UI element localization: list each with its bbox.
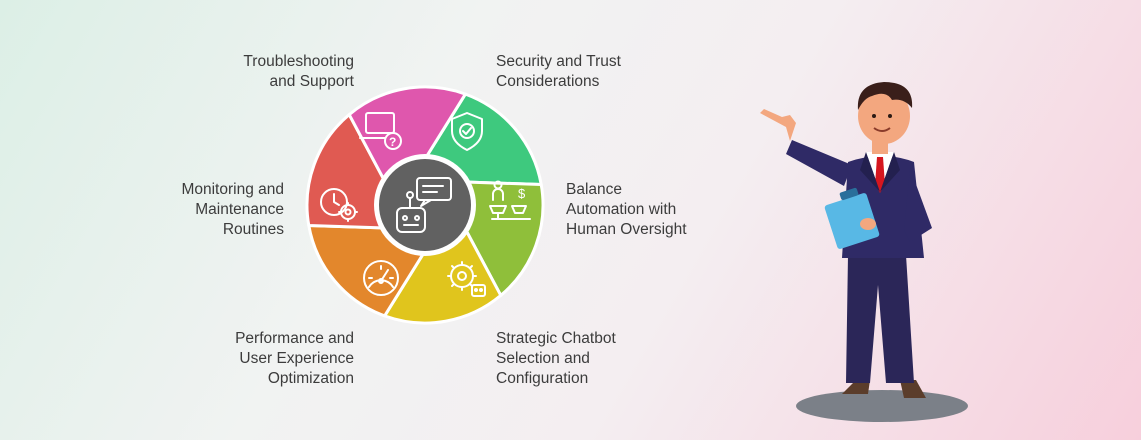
person-scale-icon: $ <box>489 180 531 220</box>
center-circle <box>379 159 471 251</box>
label-line: Troubleshooting <box>243 53 354 70</box>
label-line: Monitoring and <box>181 181 284 198</box>
svg-text:?: ? <box>389 135 396 149</box>
label-troubleshooting: Troubleshooting and Support <box>200 52 354 92</box>
chatbot-icon <box>396 177 452 233</box>
label-strategic: Strategic Chatbot Selection and Configur… <box>496 329 696 389</box>
label-monitoring: Monitoring and Maintenance Routines <box>130 180 284 240</box>
label-line: and Support <box>269 73 354 90</box>
label-balance: Balance Automation with Human Oversight <box>566 180 736 240</box>
label-line: Considerations <box>496 73 600 90</box>
label-line: Security and Trust <box>496 53 621 70</box>
label-line: Automation with <box>566 201 677 218</box>
clock-gear-icon <box>320 188 358 222</box>
shield-check-icon <box>451 112 483 151</box>
label-line: Selection and <box>496 350 590 367</box>
label-line: Maintenance <box>195 201 284 218</box>
label-performance: Performance and User Experience Optimiza… <box>180 329 354 389</box>
speedometer-icon <box>363 260 399 296</box>
label-line: Performance and <box>235 330 354 347</box>
label-line: Human Oversight <box>566 221 687 238</box>
label-line: Balance <box>566 181 623 198</box>
label-line: User Experience <box>239 350 354 367</box>
clipboard <box>824 193 880 249</box>
gear-bot-icon <box>447 261 486 297</box>
laptop-question-icon: ? <box>359 112 402 150</box>
label-line: Optimization <box>267 370 354 387</box>
businessman-illustration <box>760 82 968 422</box>
label-security: Security and Trust Considerations <box>496 52 696 92</box>
label-line: Strategic Chatbot <box>496 330 616 347</box>
label-line: Configuration <box>496 370 589 387</box>
svg-text:$: $ <box>518 186 526 201</box>
label-line: Routines <box>222 221 284 238</box>
floor-shadow <box>796 390 968 422</box>
